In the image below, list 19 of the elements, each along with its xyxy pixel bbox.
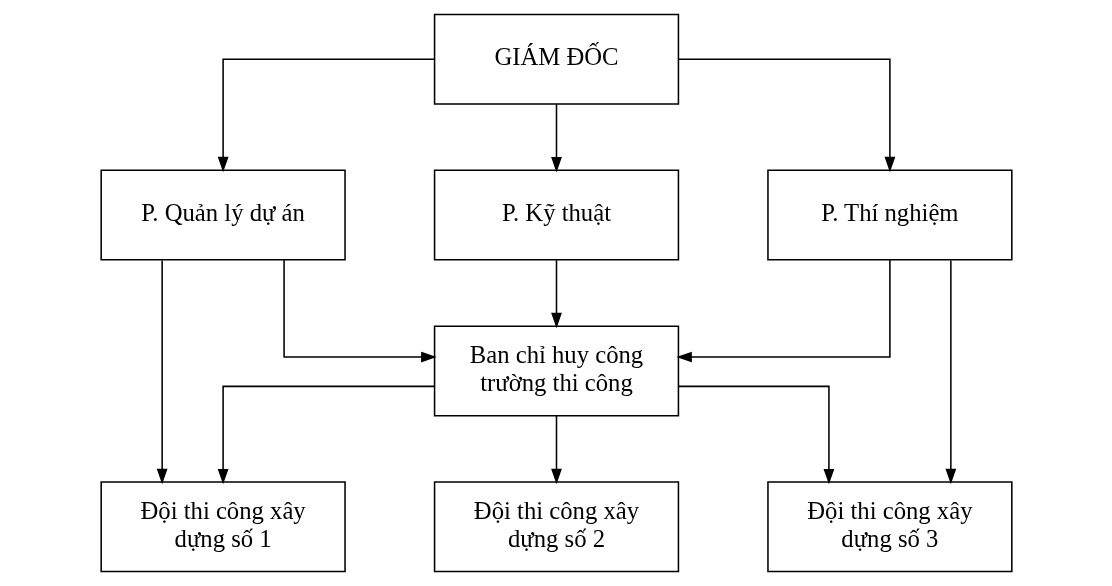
node-box: Đội thi công xây dựng số 1 [99,481,346,573]
arrow [677,58,895,173]
arrow [675,259,891,363]
arrow [944,259,956,485]
node-box: Đội thi công xây dựng số 2 [433,481,679,573]
arrow [156,259,168,485]
arrow [217,58,435,173]
arrow [217,385,435,485]
arrow [677,385,834,485]
arrow [550,415,562,485]
arrow [282,259,437,363]
arrow [550,103,562,173]
node-box: Đội thi công xây dựng số 3 [766,481,1013,573]
node-box: Ban chỉ huy công trường thi công [433,325,679,417]
node-box: GIÁM ĐỐC [433,13,679,105]
node-box: P. Kỹ thuật [433,169,679,261]
arrow [550,259,562,329]
node-box: P. Thí nghiệm [766,169,1013,261]
node-box: P. Quản lý dự án [99,169,346,261]
